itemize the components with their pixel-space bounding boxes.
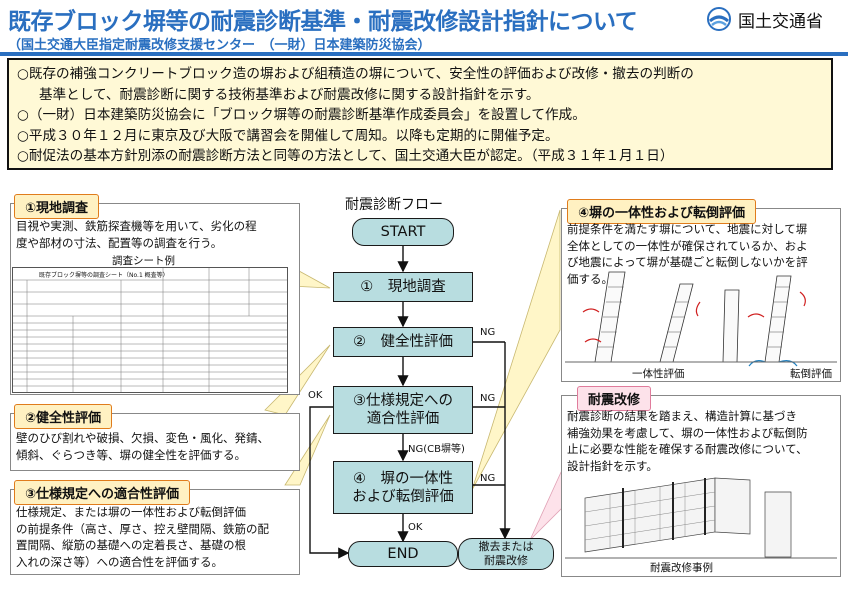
summary-line: ○耐促法の基本方針別添の耐震診断方法と同等の方法として、国土交通大臣が認定。（平… [17, 148, 674, 164]
flow-title: 耐震診断フロー [345, 197, 443, 213]
site-survey-line: 度や部材の寸法、配置等の調査を行う。 [16, 235, 223, 250]
integrity-line: 前提条件を満たす塀について、地震に対して塀 [567, 222, 808, 236]
flow-step-spec-conformity: ③仕様規定への 適合性評価 [333, 386, 473, 434]
spec-conformity-line: 置間隔、縦筋の基礎への定着長さ、基礎の根 [16, 538, 246, 552]
flow-step-integrity: ④ 塀の一体性 および転倒評価 [333, 461, 473, 514]
spec-conformity-line: の前提条件（高さ、厚さ、控え壁間隔、鉄筋の配 [16, 521, 269, 536]
retrofit-line: 止に必要な性能を確保する耐震改修について、 [567, 442, 808, 456]
flow-step-soundness: ② 健全性評価 [333, 327, 473, 357]
flow-step3-line1: ③仕様規定への [353, 393, 453, 409]
spec-conformity-line: 仕様規定、または塀の一体性および転倒評価 [16, 505, 246, 519]
header-divider [0, 52, 848, 56]
site-survey-heading: ①現地調査 [14, 194, 100, 219]
ng-label: NG [480, 393, 496, 404]
spec-conformity-text: 仕様規定、または塀の一体性および転倒評価 の前提条件（高さ、厚さ、控え壁間隔、鉄… [16, 504, 269, 570]
ok-label: OK [308, 390, 323, 401]
summary-line: 基準として、耐震診断に関する技術基準および耐震改修に関する設計指針を示す。 [39, 86, 540, 103]
overturn-caption: 転倒評価 [790, 368, 832, 380]
retrofit-line: 補強効果を考慮して、塀の一体性および転倒防 [567, 425, 808, 440]
integrity-line: び地震によって塀が基礎ごと転倒しないかを評 [567, 255, 808, 269]
wall-evaluation-illustration [565, 271, 837, 367]
flow-remove-line2: 耐震改修 [484, 554, 528, 567]
sheet-grid [13, 268, 287, 392]
flow-step-site-survey: ① 現地調査 [333, 272, 473, 302]
retrofit-illustration [565, 477, 837, 559]
integrity-line: 価する。 [567, 271, 613, 286]
retrofit-heading: 耐震改修 [577, 386, 652, 411]
flow-remove-or-retrofit: 撤去または 耐震改修 [458, 538, 554, 570]
soundness-line: 傾斜、ぐらつき等、塀の健全性を評価する。 [16, 447, 246, 462]
integrity-text: 前提条件を満たす塀について、地震に対して塀 全体としての一体性が確保されているか… [567, 221, 808, 287]
ng-label: NG [480, 473, 496, 484]
site-survey-text: 目視や実測、鉄筋探査機等を用いて、劣化の程 度や部材の寸法、配置等の調査を行う。 [16, 218, 257, 251]
ok-label: OK [408, 522, 423, 533]
ng-label: NG [480, 327, 496, 338]
soundness-line: 壁のひび割れや破損、欠損、変色・風化、発錆、 [16, 431, 269, 445]
mlit-logo-icon [707, 7, 731, 31]
soundness-text: 壁のひび割れや破損、欠損、変色・風化、発錆、 傾斜、ぐらつき等、塀の健全性を評価… [16, 430, 269, 463]
retrofit-line: 耐震診断の結果を踏まえ、構造計算に基づき [567, 409, 797, 423]
sheet-title: 既存ブロック塀等の調査シート（No.1 概査等） [39, 272, 169, 279]
flow-end: END [348, 541, 458, 567]
flow-step4-line1: ④ 塀の一体性 [353, 470, 453, 487]
retrofit-caption: 耐震改修事例 [650, 562, 713, 574]
integrity-heading: ④塀の一体性および転倒評価 [567, 199, 757, 224]
integrity-line: 全体としての一体性が確保されているか、およ [567, 238, 808, 253]
flow-step4-line2: および転倒評価 [352, 488, 454, 505]
spec-conformity-heading: ③仕様規定への適合性評価 [14, 480, 191, 505]
flow-start: START [352, 218, 454, 246]
retrofit-text: 耐震診断の結果を踏まえ、構造計算に基づき 補強効果を考慮して、塀の一体性および転… [567, 408, 808, 474]
sheet-caption: 調査シート例 [112, 255, 175, 267]
spec-conformity-line: 入れの深さ等）への適合性を評価する。 [16, 554, 223, 569]
site-survey-line: 目視や実測、鉄筋探査機等を用いて、劣化の程 [16, 219, 257, 233]
page-subtitle: （国土交通大臣指定耐震改修支援センター （一財）日本建築防災協会） [8, 38, 431, 53]
summary-line: ○既存の補強コンクリートブロック造の塀および組積造の塀について、安全性の評価およ… [17, 66, 694, 82]
ministry-logo: 国土交通省 [706, 6, 823, 32]
retrofit-line: 設計指針を示す。 [567, 458, 658, 473]
ng-cb-label: NG(CB塀等) [408, 444, 465, 455]
summary-line: ○（一財）日本建築防災協会に「ブロック塀等の耐震診断基準作成委員会」を設置して作… [17, 107, 586, 123]
page-title: 既存ブロック塀等の耐震診断基準・耐震改修設計指針について [8, 9, 638, 35]
survey-sheet-image: 既存ブロック塀等の調査シート（No.1 概査等） [12, 267, 288, 393]
flow-step3-line2: 適合性評価 [366, 411, 440, 427]
integrity-caption: 一体性評価 [632, 368, 685, 380]
ministry-name: 国土交通省 [738, 11, 823, 32]
soundness-heading: ②健全性評価 [14, 404, 113, 429]
summary-box: ○既存の補強コンクリートブロック造の塀および組積造の塀について、安全性の評価およ… [7, 58, 833, 170]
flow-remove-line1: 撤去または [478, 540, 534, 553]
summary-line: ○平成３０年１２月に東京及び大阪で講習会を開催して周知。以降も定期的に開催予定。 [17, 127, 559, 144]
